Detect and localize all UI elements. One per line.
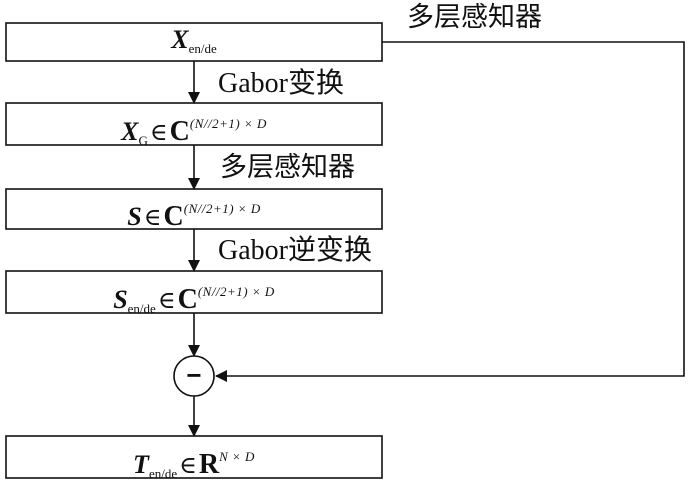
sende-superscript: (N//2+1) × D (197, 284, 275, 299)
final-output-label: Ten/de∈RN × D (6, 442, 382, 489)
xg-subscript: G (138, 133, 148, 148)
mlp-output-label: S∈C(N//2+1) × D (6, 194, 382, 233)
edge-label-gabor: Gabor变换 (218, 68, 344, 99)
subtract-symbol: − (186, 360, 201, 390)
sende-set: C (177, 284, 198, 315)
inverse-output-box (5, 270, 383, 314)
t-set: R (198, 449, 220, 480)
input-subscript: en/de (188, 41, 217, 56)
gabor-output-box (5, 102, 383, 146)
t-superscript: N × D (219, 449, 255, 464)
final-output-box (5, 435, 383, 479)
edge-label-inverse-gabor: Gabor逆变换 (218, 235, 372, 266)
xg-set: C (169, 116, 190, 147)
input-symbol: X (171, 25, 189, 54)
s-relation: ∈ (143, 205, 162, 231)
xg-symbol: X (121, 117, 139, 146)
xg-relation: ∈ (149, 120, 168, 146)
t-symbol: T (133, 450, 149, 479)
sende-relation: ∈ (157, 288, 176, 314)
inverse-output-label: Sen/de∈C(N//2+1) × D (6, 277, 382, 324)
input-box-label: Xen/de (6, 25, 382, 64)
edge-label-mlp-residual: 多层感知器 (407, 2, 542, 33)
sende-subscript: en/de (127, 301, 156, 316)
edge-label-mlp: 多层感知器 (220, 152, 355, 183)
xg-superscript: (N//2+1) × D (189, 116, 267, 131)
subtract-node (173, 355, 215, 397)
sende-symbol: S (113, 285, 128, 314)
residual-path (215, 41, 685, 382)
s-symbol: S (127, 202, 142, 231)
gabor-output-label: XG∈C(N//2+1) × D (6, 109, 382, 156)
input-box (5, 22, 383, 62)
t-relation: ∈ (179, 453, 197, 479)
s-superscript: (N//2+1) × D (183, 201, 261, 216)
t-subscript: en/de (148, 466, 178, 481)
s-set: C (163, 201, 184, 232)
